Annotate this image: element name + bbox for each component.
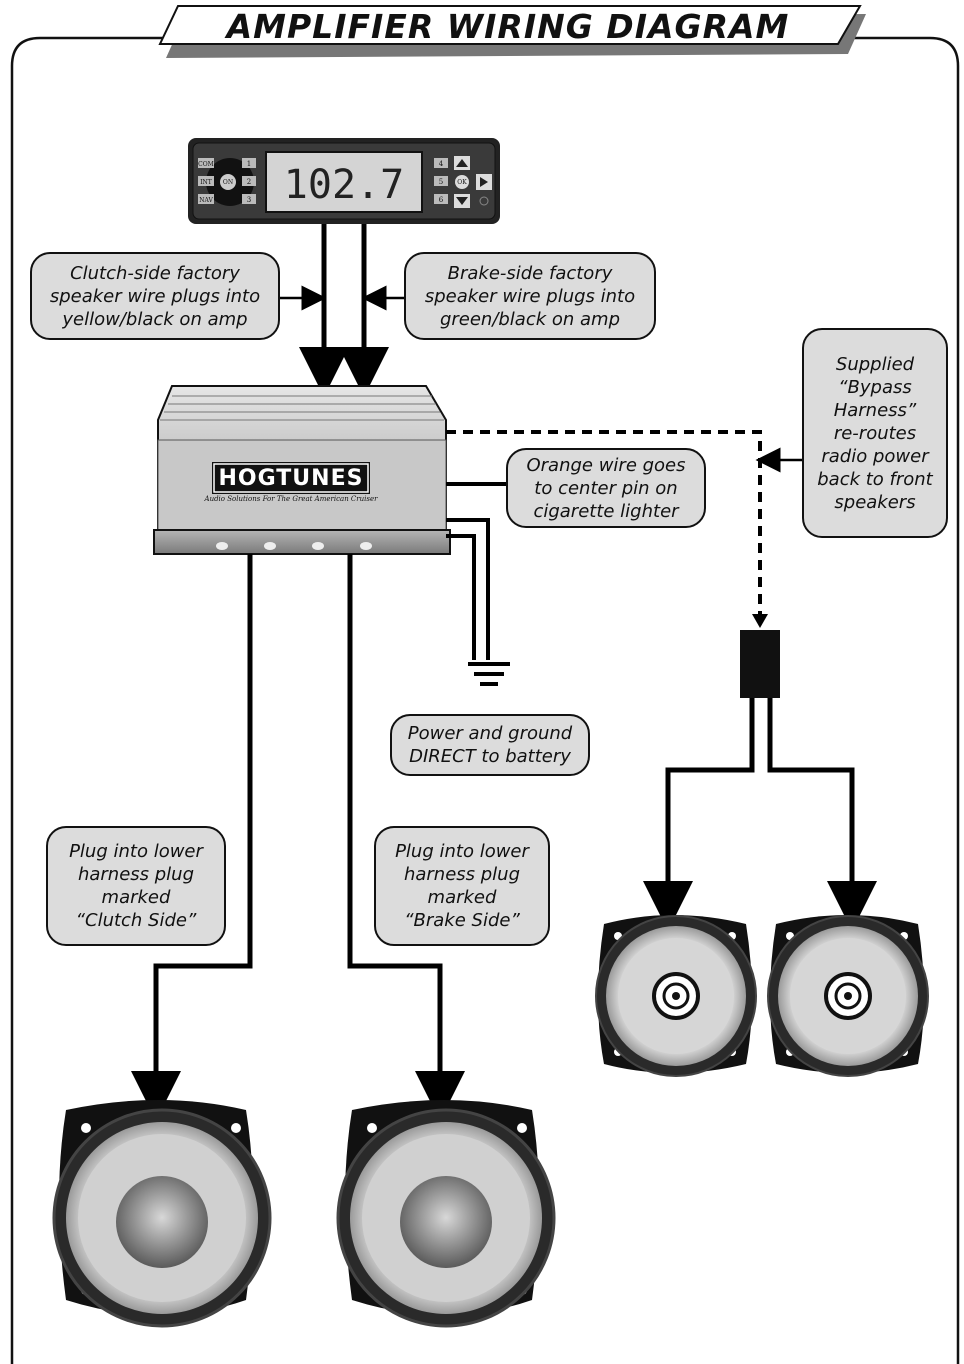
amplifier-icon: [153, 385, 451, 555]
amp-to-speaker-wires: [131, 554, 465, 1121]
bypass-arrowhead: [752, 614, 768, 628]
callout-orange-wire: Orange wire goes to center pin on cigare…: [506, 448, 706, 528]
radio-to-amp-wires: [299, 224, 389, 397]
radio-head-unit-icon: [188, 138, 500, 224]
radio-btn-int: INT: [200, 179, 212, 186]
radio-display: 102.7: [284, 162, 404, 208]
callout-brake-factory: Brake-side factory speaker wire plugs in…: [404, 252, 656, 340]
bypass-connector-icon: [740, 630, 780, 698]
radio-btn-ok: OK: [457, 179, 467, 186]
callout-clutch-factory: Clutch-side factory speaker wire plugs i…: [30, 252, 280, 340]
diagram-title: AMPLIFIER WIRING DIAGRAM: [224, 7, 790, 46]
callout-brake-lower: Plug into lower harness plug marked “Bra…: [374, 826, 550, 946]
front-speaker-left-icon: [595, 915, 757, 1077]
bypass-harness-wire: [446, 430, 762, 618]
radio-btn-nav: NAV: [199, 197, 213, 204]
callout-clutch-lower: Plug into lower harness plug marked “Clu…: [46, 826, 226, 946]
amp-brand-logo: HOGTUNES: [219, 466, 364, 491]
amp-tagline: Audio Solutions For The Great American C…: [204, 495, 379, 503]
radio-btn-on: ON: [223, 179, 233, 186]
speaker-clutch-side-icon: [52, 1100, 272, 1328]
bypass-to-front-speakers-wires: [643, 698, 877, 931]
ground-symbol-icon: [468, 662, 510, 686]
front-speaker-right-icon: [767, 915, 929, 1077]
radio-preset-6: 6: [439, 196, 444, 204]
title-banner: [158, 5, 866, 58]
speaker-brake-side-icon: [336, 1100, 556, 1328]
callout-bypass-harness: Supplied “Bypass Harness” re-routes radi…: [802, 328, 948, 538]
callout-arrows: [280, 285, 802, 473]
radio-preset-5: 5: [439, 178, 443, 186]
power-ground-wires: [446, 518, 490, 660]
radio-preset-1: 1: [247, 160, 251, 168]
outer-frame: [10, 36, 960, 1364]
radio-btn-com: COM: [198, 161, 214, 168]
callout-power-ground: Power and ground DIRECT to battery: [390, 714, 590, 776]
radio-preset-2: 2: [247, 178, 251, 186]
radio-preset-3: 3: [247, 196, 251, 204]
radio-preset-4: 4: [439, 160, 444, 168]
